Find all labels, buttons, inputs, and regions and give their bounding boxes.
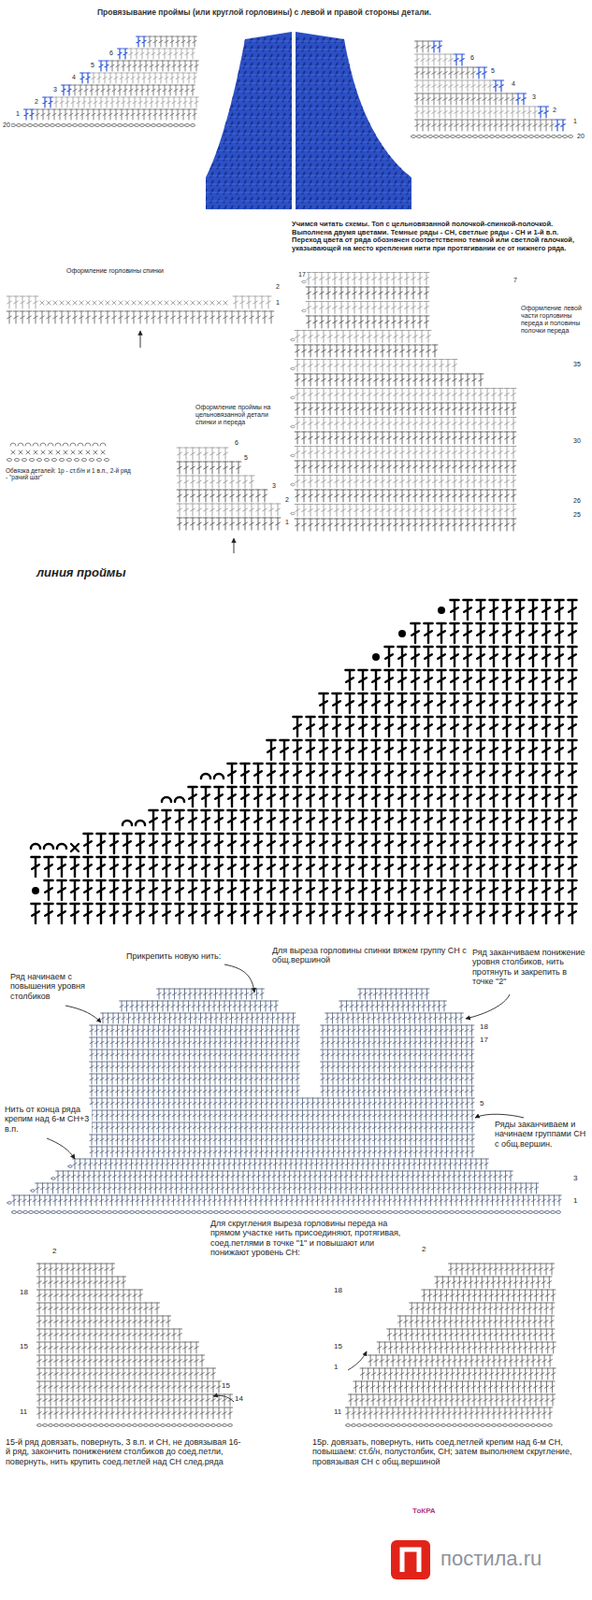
row-number: 4 bbox=[510, 80, 517, 88]
row-number: 7 bbox=[512, 276, 519, 285]
stitch-symbols bbox=[411, 41, 574, 139]
row-number: 1 bbox=[572, 117, 578, 126]
note-text: Оформление левой части горловины переда … bbox=[519, 304, 590, 335]
stitch-symbols bbox=[345, 1264, 556, 1428]
row-number: 2 bbox=[274, 283, 281, 291]
note-text: ТоКРА bbox=[411, 1507, 437, 1517]
note-text: Нить от конца ряда крепим над 6-м СН+3 в… bbox=[3, 1105, 92, 1135]
logo-mark bbox=[390, 1541, 431, 1581]
row-number: 1 bbox=[332, 1363, 339, 1372]
stitch-symbols bbox=[431, 41, 565, 131]
note-text: Ряды заканчиваем и начинаем группами СН … bbox=[493, 1120, 590, 1150]
row-number: 3 bbox=[531, 93, 537, 102]
leader-arrow bbox=[65, 1006, 102, 1024]
stitch-symbols bbox=[11, 36, 200, 128]
row-number: 25 bbox=[572, 511, 582, 520]
stitch-symbols bbox=[54, 48, 200, 108]
leader-arrow bbox=[224, 965, 255, 994]
leader-arrow bbox=[475, 1114, 524, 1119]
note-text: Обвязка деталей: 1р - ст.б/н и 1 в.п., 2… bbox=[4, 467, 133, 482]
row-number: 18 bbox=[332, 1286, 344, 1296]
row-number: 6 bbox=[233, 439, 240, 448]
stitch-symbols bbox=[294, 287, 517, 532]
note-text: Оформление горловины спинки bbox=[65, 267, 165, 275]
stitch-symbols bbox=[176, 447, 281, 517]
row-number: 5 bbox=[478, 1099, 485, 1109]
row-number: 2 bbox=[420, 1245, 427, 1255]
row-number: 15 bbox=[220, 1382, 232, 1391]
row-number: 4 bbox=[71, 73, 77, 82]
leader-arrow bbox=[233, 538, 235, 554]
leader-arrow bbox=[347, 1352, 367, 1372]
row-number: 1 bbox=[572, 1197, 578, 1206]
row-number: 30 bbox=[572, 437, 582, 446]
row-number: 20 bbox=[1, 121, 12, 130]
leader-arrow bbox=[46, 1139, 75, 1160]
row-number: 20 bbox=[576, 132, 586, 141]
stitch-symbols bbox=[414, 54, 537, 118]
stitch-symbols bbox=[176, 462, 281, 531]
stitch-symbols bbox=[36, 1264, 232, 1428]
note-text: Ряд заканчиваем понижение уровня столбик… bbox=[471, 948, 590, 987]
stitch-symbols bbox=[7, 989, 563, 1215]
slip-stitch-dot bbox=[372, 653, 380, 662]
row-number: 1 bbox=[284, 519, 290, 527]
page-title: Провязывание проймы (или круглой горлови… bbox=[97, 7, 432, 17]
note-text: Учимся читать схемы. Топ с цельновязанно… bbox=[290, 220, 589, 254]
row-number: 2 bbox=[33, 98, 40, 106]
note-text: постила.ru bbox=[439, 1547, 543, 1572]
row-number: 5 bbox=[89, 61, 96, 70]
slip-stitch-dot bbox=[437, 606, 446, 615]
armhole-line-stitches bbox=[30, 600, 578, 925]
row-number: 3 bbox=[271, 482, 277, 491]
note-text: линия проймы bbox=[35, 566, 128, 581]
note-text: Прикрепить новую нить: bbox=[125, 952, 222, 962]
row-number: 11 bbox=[18, 1408, 29, 1417]
leader-arrow bbox=[140, 331, 142, 348]
row-number: 2 bbox=[51, 1247, 58, 1257]
stitch-symbols bbox=[6, 296, 272, 309]
logo-mark bbox=[402, 1550, 419, 1574]
row-number: 2 bbox=[284, 496, 290, 505]
slip-stitch-dot bbox=[31, 887, 40, 896]
stitch-symbols bbox=[290, 273, 517, 518]
row-number: 14 bbox=[233, 1395, 245, 1404]
note-text: Для скругления выреза горловины переда н… bbox=[209, 1219, 414, 1258]
leader-arrow bbox=[213, 1396, 234, 1403]
row-number: 2 bbox=[551, 106, 558, 115]
row-number: 6 bbox=[108, 49, 115, 58]
row-number: 3 bbox=[52, 86, 58, 94]
row-number: 18 bbox=[478, 1023, 490, 1032]
row-number: 17 bbox=[478, 1036, 490, 1045]
yarn-tail bbox=[205, 196, 246, 203]
note-text: Оформление проймы на цельновязанной дета… bbox=[194, 404, 290, 427]
note-text: Для выреза горловины спинки вяжем группу… bbox=[271, 946, 479, 967]
row-number: 1 bbox=[274, 299, 281, 307]
row-number: 3 bbox=[572, 1174, 578, 1184]
row-number: 6 bbox=[469, 54, 476, 62]
row-number: 15 bbox=[332, 1342, 344, 1352]
note-text: 15-й ряд довязать, повернуть, 3 в.п. и С… bbox=[4, 1438, 246, 1468]
row-number: 18 bbox=[18, 1288, 29, 1298]
row-number: 17 bbox=[297, 271, 307, 279]
note-text: 15р. довязать, повернуть, нить соед.петл… bbox=[311, 1438, 587, 1468]
row-number: 5 bbox=[243, 454, 249, 463]
stitch-symbols bbox=[24, 36, 147, 120]
stitch-symbols bbox=[6, 311, 275, 324]
row-number: 15 bbox=[18, 1342, 29, 1352]
row-number: 26 bbox=[572, 497, 582, 506]
knitted-photo bbox=[201, 28, 417, 216]
note-text: Ряд начинаем с повышения уровня столбико… bbox=[9, 972, 110, 1002]
slip-stitch-dot bbox=[398, 630, 406, 638]
row-number: 1 bbox=[14, 110, 21, 118]
leader-arrow bbox=[465, 995, 510, 1020]
stitch-symbols bbox=[6, 443, 109, 463]
row-number: 35 bbox=[572, 360, 582, 369]
row-number: 11 bbox=[332, 1408, 343, 1417]
row-number: 5 bbox=[490, 67, 496, 75]
sc-stitch bbox=[71, 844, 79, 852]
